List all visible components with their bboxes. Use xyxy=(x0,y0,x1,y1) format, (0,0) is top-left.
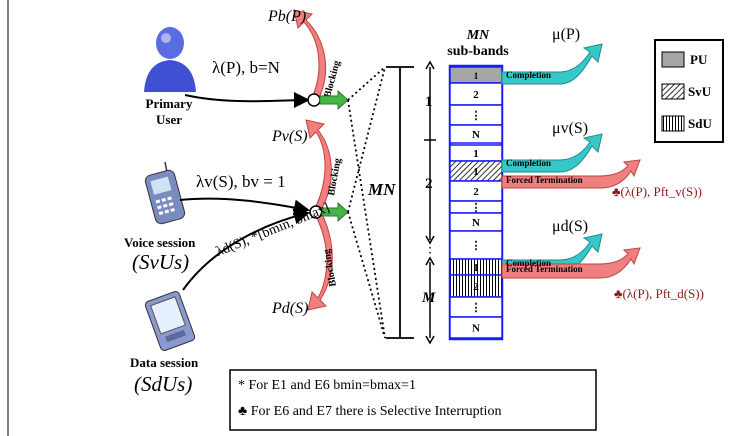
primary-blocking-arrow xyxy=(293,9,327,101)
subband-cell-label: N xyxy=(472,217,480,229)
primary-node xyxy=(307,93,321,107)
footnote-1: * For E1 and E6 bmin=bmax=1 xyxy=(238,378,416,393)
pu-completion-label: Completion xyxy=(506,70,551,80)
voice-session-abbrev: (SvUs) xyxy=(132,250,190,274)
pu-completion-arrow xyxy=(501,43,603,85)
data-forced-termination-arrow xyxy=(501,247,641,279)
rate-mu-v: μv(S) xyxy=(552,120,589,137)
voice-forced-label: Forced Termination xyxy=(506,175,583,185)
primary-admit-arrow xyxy=(319,89,349,111)
legend-swatch-sdu xyxy=(661,115,685,132)
primary-arrival-rate: λ(P), b=N xyxy=(212,58,280,77)
subband-cell-label: N xyxy=(472,129,480,141)
subbands-title: MN sub-bands xyxy=(438,28,518,60)
data-block-prob: Pd(S) xyxy=(272,300,309,317)
fan-lines xyxy=(347,66,386,339)
subbands-title-line2: sub-bands xyxy=(447,44,509,59)
legend-swatch-svu xyxy=(661,83,685,100)
group-measure xyxy=(424,67,436,338)
legend-label-pu: PU xyxy=(690,52,708,67)
voice-arrival-arrow xyxy=(179,197,310,216)
mobile-phone-icon xyxy=(144,161,186,225)
primary-user-label: Primary User xyxy=(136,96,202,128)
legend-label-sdu: SdU xyxy=(688,116,712,131)
rate-mu-d: μd(S) xyxy=(552,218,589,235)
primary-user-label-line1: Primary xyxy=(145,96,193,111)
subband-cell-label: ⋮ xyxy=(471,302,482,314)
subband-cell-label: ⋮ xyxy=(471,202,482,214)
subband-cell-label: 2 xyxy=(473,281,479,293)
voice-completion-label: Completion xyxy=(506,158,551,168)
mn-measure-label: MN xyxy=(368,180,396,199)
subband-cell-label: N xyxy=(472,323,480,335)
subband-cell xyxy=(449,316,503,339)
data-completion-label: Completion xyxy=(506,258,551,268)
data-arrival-arrow xyxy=(182,208,310,291)
primary-user-label-line2: User xyxy=(156,112,182,127)
group-label-2: 2 xyxy=(425,176,433,192)
legend-swatch-pu xyxy=(661,51,685,68)
data-session-label: Data session xyxy=(130,355,199,370)
legend xyxy=(654,39,724,143)
group-label-m: M xyxy=(422,290,436,306)
subband-cell-label: ⋮ xyxy=(471,110,482,122)
subband-cell-label: 1 xyxy=(473,148,479,160)
rate-mu-p: μ(P) xyxy=(552,26,581,43)
pda-device-icon xyxy=(144,291,196,351)
group-label-1: 1 xyxy=(425,94,433,110)
subband-cell xyxy=(449,124,503,144)
footnote-box xyxy=(229,369,597,431)
subbands-title-line1: MN xyxy=(466,28,490,43)
footnote-2: ♣ For E6 and E7 there is Selective Inter… xyxy=(238,404,502,419)
voice-completion-arrow xyxy=(501,133,603,173)
voice-block-prob: Pv(S) xyxy=(272,128,308,145)
subband-cell-label: 2 xyxy=(473,89,479,101)
data-forced-label: Forced Termination xyxy=(506,264,583,274)
voice-forced-termination-arrow xyxy=(501,159,641,189)
primary-user-icon xyxy=(144,27,196,92)
data-blocking-arrow xyxy=(307,213,333,311)
legend-label-svu: SvU xyxy=(688,84,712,99)
mn-measure xyxy=(386,66,414,339)
subband-cell xyxy=(449,230,503,260)
subband-cell-label: 2 xyxy=(473,186,479,198)
voice-forced-result: ♣(λ(P), Pft_v(S)) xyxy=(612,184,702,199)
data-forced-result: ♣(λ(P), Pft_d(S)) xyxy=(614,286,704,301)
voice-session-label: Voice session xyxy=(124,235,196,250)
secondary-admit-arrow xyxy=(321,201,349,223)
group-dots: ⋮ xyxy=(423,241,437,256)
voice-arrival-rate: λv(S), bv = 1 xyxy=(196,172,286,191)
primary-block-prob: Pb(P) xyxy=(268,8,307,25)
primary-arrival-arrow xyxy=(184,92,310,109)
subband-cell-label: 1 xyxy=(474,71,479,81)
subband-cell-label: 1 xyxy=(473,262,479,274)
subband-cell-label: ⋮ xyxy=(471,240,482,252)
voice-blocking-arrow xyxy=(305,119,332,209)
data-session-abbrev: (SdUs) xyxy=(134,372,193,396)
subband-cell-label: 1 xyxy=(473,166,479,178)
